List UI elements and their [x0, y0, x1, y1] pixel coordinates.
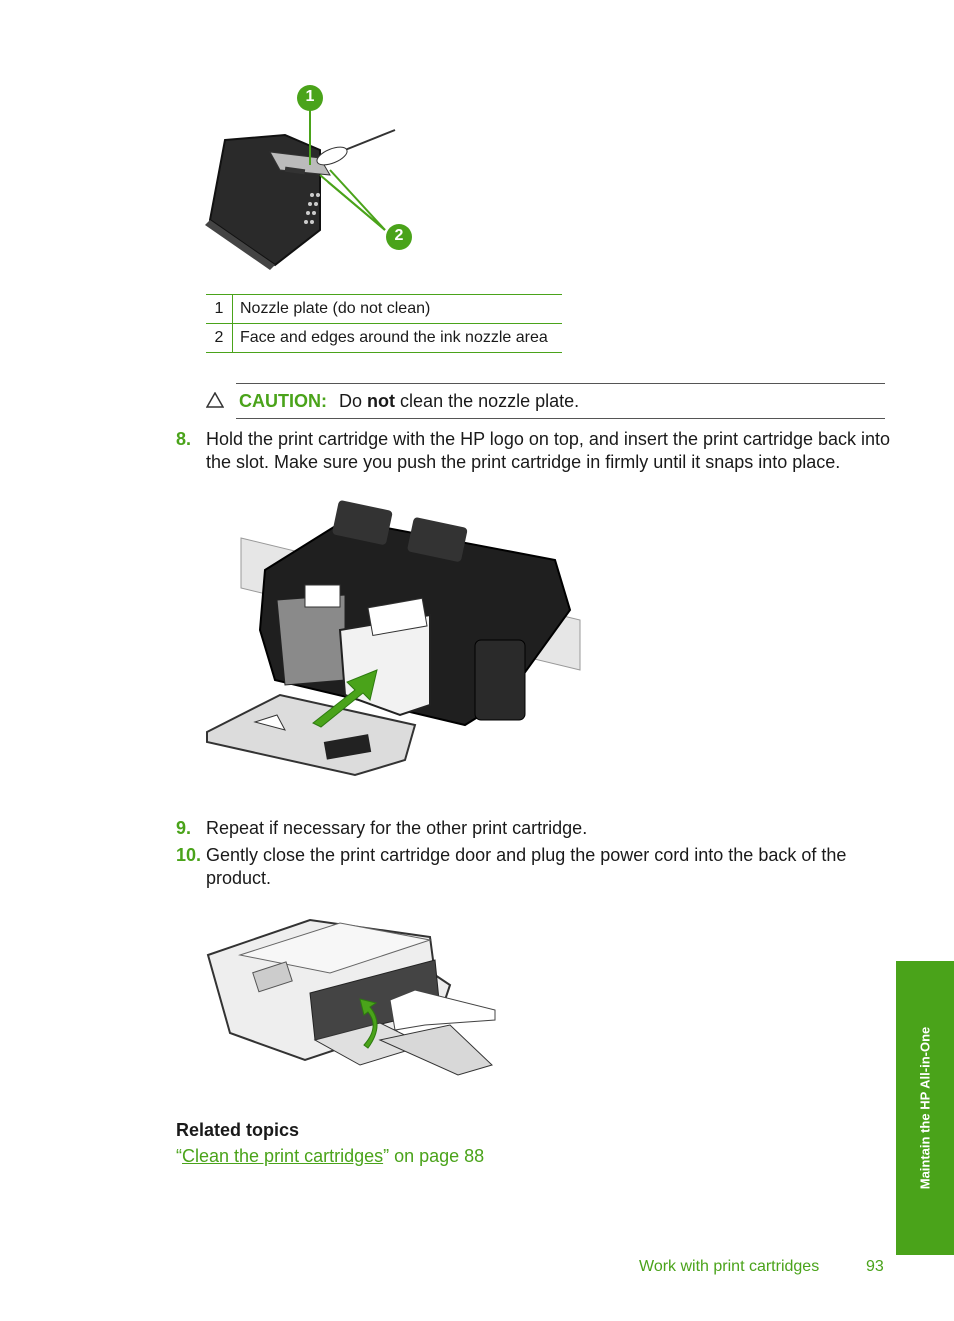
cartridge-cleaning-figure [205, 85, 412, 270]
printer-door-figure [206, 918, 496, 1076]
caution-text-before: Do [339, 391, 363, 411]
table-row: 1 Nozzle plate (do not clean) [206, 294, 562, 324]
callout-description: Face and edges around the ink nozzle are… [232, 323, 562, 353]
caution-note: CAUTION: Do not clean the nozzle plate. [205, 391, 580, 412]
step-text: Hold the print cartridge with the HP log… [206, 429, 891, 472]
callout-number: 1 [206, 294, 233, 324]
open-quote: “ [176, 1146, 182, 1166]
link-suffix: ” on page 88 [383, 1146, 485, 1166]
callout-table: 1 Nozzle plate (do not clean) 2 Face and… [206, 294, 562, 353]
caution-top-rule [236, 383, 885, 384]
step-text: Gently close the print cartridge door an… [206, 845, 847, 888]
table-row: 2 Face and edges around the ink nozzle a… [206, 323, 562, 353]
callout-badge-1: 1 [305, 88, 315, 105]
caution-text-after: clean the nozzle plate. [400, 391, 580, 411]
caution-triangle-icon [205, 391, 225, 408]
footer-section-title: Work with print cartridges [639, 1258, 820, 1275]
related-topics-heading: Related topics [176, 1120, 300, 1140]
step-number: 10. [176, 845, 202, 865]
caution-bottom-rule [236, 418, 885, 419]
step-number: 8. [176, 429, 192, 449]
page-number: 93 [866, 1258, 884, 1275]
cartridge-insert-figure [206, 500, 581, 777]
clean-cartridges-link[interactable]: Clean the print cartridges [182, 1146, 384, 1166]
step-text: Repeat if necessary for the other print … [206, 818, 588, 838]
chapter-side-tab: Maintain the HP All-in-One [896, 961, 954, 1255]
callout-description: Nozzle plate (do not clean) [232, 294, 562, 324]
caution-text-bold: not [367, 391, 396, 411]
callout-number: 2 [206, 323, 233, 353]
caution-label: CAUTION: [239, 391, 328, 411]
chapter-side-tab-label: Maintain the HP All-in-One [917, 1026, 933, 1190]
related-topic-entry: “Clean the print cartridges” on page 88 [176, 1146, 484, 1167]
callout-badge-2: 2 [394, 227, 404, 244]
step-number: 9. [176, 818, 192, 838]
